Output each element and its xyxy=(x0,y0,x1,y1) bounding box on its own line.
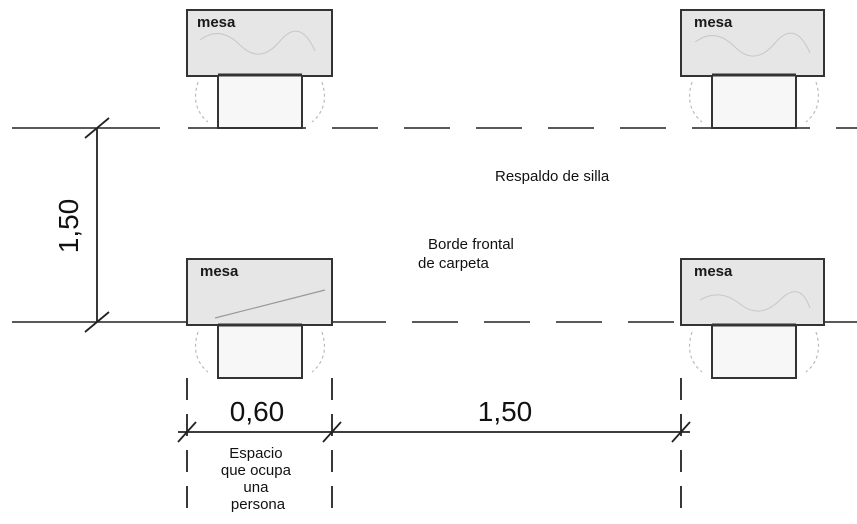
table-texture xyxy=(694,32,811,57)
person-space-line4: persona xyxy=(231,496,286,513)
table-texture xyxy=(199,30,316,55)
dimension-tick xyxy=(177,421,197,443)
vertical-dimension xyxy=(84,117,110,333)
chair-bottom-left xyxy=(217,325,303,379)
table-unit-bottom-right: mesa xyxy=(680,258,825,379)
table-label: mesa xyxy=(200,263,239,280)
dimension-tick xyxy=(671,421,691,443)
vertical-dimension-value: 1,50 xyxy=(53,199,84,254)
person-space-line3: una xyxy=(243,479,269,496)
table-unit-top-right: mesa xyxy=(680,9,825,129)
table-texture xyxy=(214,289,326,319)
desk-edge-label-line2: de carpeta xyxy=(418,255,490,272)
horizontal-gap-value: 1,50 xyxy=(478,396,533,427)
table-top-left xyxy=(186,9,333,77)
chair-top-left xyxy=(217,75,303,129)
table-top-right xyxy=(680,9,825,77)
desk-edge-label-line1: Borde frontal xyxy=(428,236,514,253)
table-label: mesa xyxy=(197,14,236,31)
table-unit-top-left: mesa xyxy=(186,9,333,129)
horizontal-dimensions xyxy=(177,378,691,512)
table-label: mesa xyxy=(694,263,733,280)
table-texture xyxy=(699,291,811,312)
dimension-tick xyxy=(322,421,342,443)
table-bottom-left xyxy=(186,258,333,326)
chair-bottom-right xyxy=(711,325,797,379)
chair-back-label: Respaldo de silla xyxy=(495,168,610,185)
person-width-value: 0,60 xyxy=(230,396,285,427)
table-label: mesa xyxy=(694,14,733,31)
person-space-line1: Espacio xyxy=(229,445,282,462)
table-bottom-right xyxy=(680,258,825,326)
dimension-tick xyxy=(84,117,110,139)
person-space-line2: que ocupa xyxy=(221,462,292,479)
table-unit-bottom-left: mesa xyxy=(186,258,333,379)
person-space-label: Espacio que ocupa una persona xyxy=(221,445,295,513)
dimension-tick xyxy=(84,311,110,333)
chair-top-right xyxy=(711,75,797,129)
